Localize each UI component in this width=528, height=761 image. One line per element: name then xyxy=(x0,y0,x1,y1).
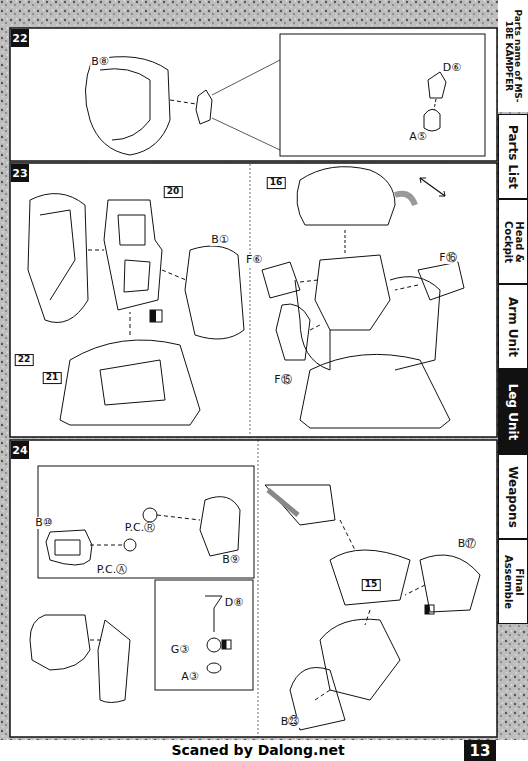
section-tab: Final Assemble xyxy=(498,539,528,624)
part-label: B⑨ xyxy=(221,554,240,566)
step-number-box: 22 xyxy=(11,29,29,47)
part-label: A⑤ xyxy=(408,131,427,143)
section-tab: Head & Cockpit xyxy=(498,199,528,284)
part-label: F⑯ xyxy=(438,252,457,264)
tab-label: Parts List xyxy=(507,118,520,195)
page-number-box: 13 xyxy=(464,740,496,761)
part-label: A③ xyxy=(180,671,199,683)
part-label: D⑥ xyxy=(442,62,462,74)
part-label: F⑥ xyxy=(245,254,263,266)
tab-label: Final Assemble xyxy=(503,543,524,620)
manufacturer-note: Parts name of MS-18E KÄMPFER xyxy=(504,4,523,108)
part-label: D⑧ xyxy=(224,597,244,609)
section-tab: Parts List xyxy=(498,114,528,199)
section-tab: Leg Unit xyxy=(498,369,528,454)
subassembly-number: 21 xyxy=(43,372,62,384)
step-number-box: 24 xyxy=(11,441,29,459)
tab-label: Weapons xyxy=(507,458,520,535)
part-label: P.C.Ⓡ xyxy=(124,522,157,534)
step-number-box: 23 xyxy=(11,164,29,182)
part-label: P.C.Ⓐ xyxy=(96,564,129,576)
part-label: G③ xyxy=(170,644,190,656)
part-label: B⑧ xyxy=(90,56,109,68)
part-label: B① xyxy=(210,234,229,246)
subassembly-number: 16 xyxy=(267,177,286,189)
part-label: B⑩ xyxy=(34,517,53,529)
section-tab: Arm Unit xyxy=(498,284,528,369)
part-label: B㉓ xyxy=(280,716,301,728)
step-number: 24 xyxy=(12,444,27,457)
step-number: 23 xyxy=(12,167,27,180)
part-label: F⑮ xyxy=(273,374,292,386)
section-tab: Weapons xyxy=(498,454,528,539)
watermark: Scaned by Dalong.net xyxy=(171,743,344,758)
subassembly-number: 22 xyxy=(15,354,34,366)
part-label: B⑰ xyxy=(457,538,478,550)
step-number: 22 xyxy=(12,32,27,45)
tab-label: Arm Unit xyxy=(507,288,520,365)
tab-label: Leg Unit xyxy=(507,373,520,450)
page-number: 13 xyxy=(470,742,491,760)
tab-label: Head & Cockpit xyxy=(503,203,524,280)
subassembly-number: 20 xyxy=(164,186,183,198)
subassembly-number: 15 xyxy=(362,579,381,591)
